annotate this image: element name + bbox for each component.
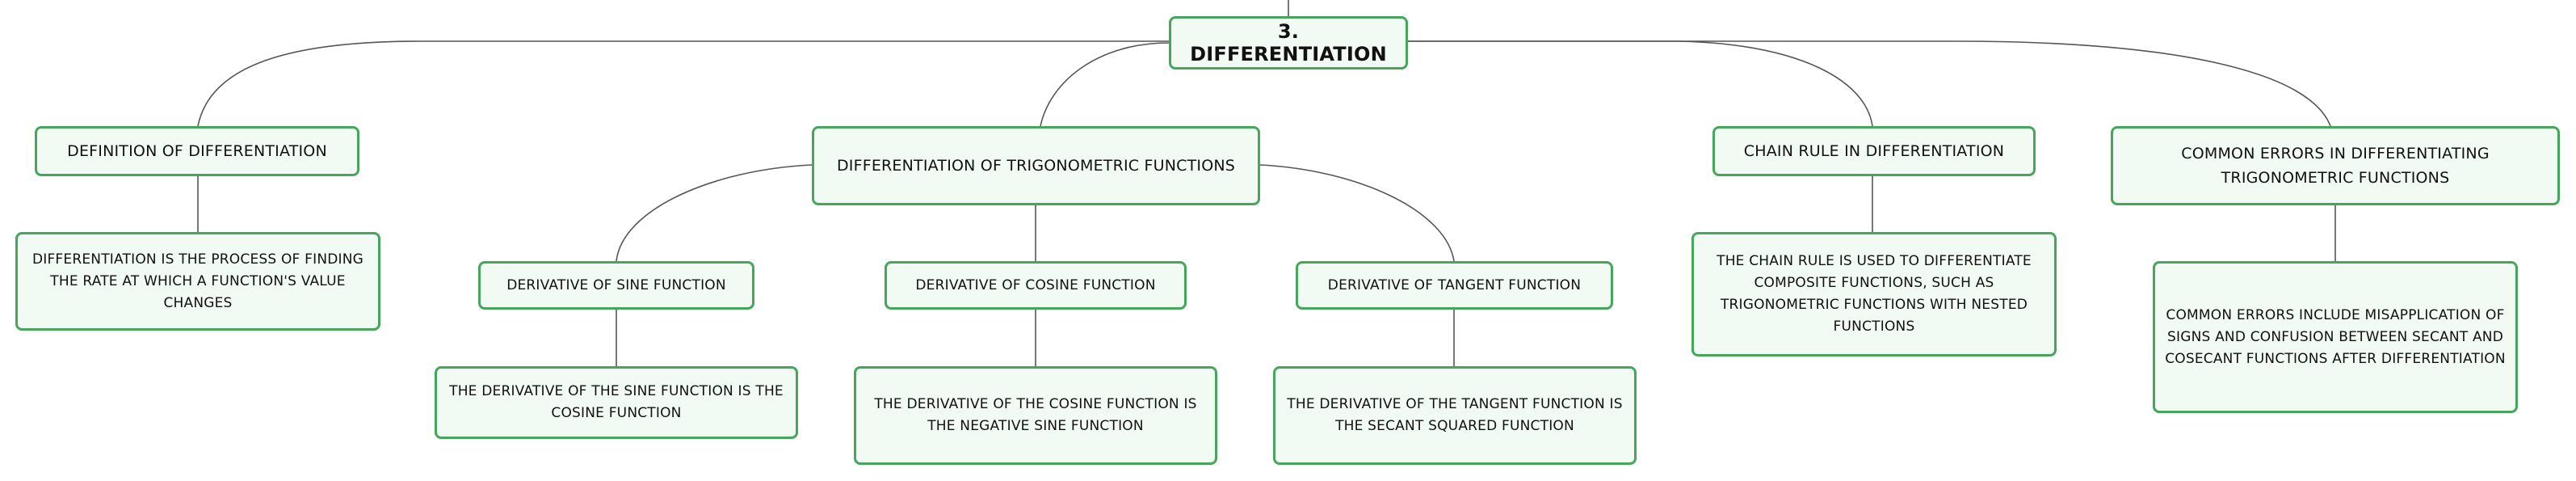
cosine-detail-text: THE DERIVATIVE OF THE COSINE FUNCTION IS… — [874, 396, 1197, 434]
subtopic-sine[interactable]: DERIVATIVE OF SINE FUNCTION — [478, 261, 754, 310]
root-node[interactable]: 3. DIFFERENTIATION — [1169, 16, 1408, 70]
topic-chain-rule[interactable]: CHAIN RULE IN DIFFERENTIATION — [1712, 126, 2036, 176]
topic-chain-rule-label: CHAIN RULE IN DIFFERENTIATION — [1743, 142, 2005, 160]
subtopic-sine-label: DERIVATIVE OF SINE FUNCTION — [506, 277, 726, 293]
connector-root-definition — [197, 40, 1169, 127]
topic-definition-label: DEFINITION OF DIFFERENTIATION — [67, 142, 327, 160]
cosine-detail[interactable]: THE DERIVATIVE OF THE COSINE FUNCTION IS… — [854, 366, 1217, 465]
topic-common-errors-label: COMMON ERRORS IN DIFFERENTIATING TRIGONO… — [2181, 145, 2490, 187]
topic-common-errors[interactable]: COMMON ERRORS IN DIFFERENTIATING TRIGONO… — [2111, 126, 2560, 205]
tangent-detail[interactable]: THE DERIVATIVE OF THE TANGENT FUNCTION I… — [1273, 366, 1637, 465]
connector-root-chain — [1408, 40, 1873, 127]
tangent-detail-text: THE DERIVATIVE OF THE TANGENT FUNCTION I… — [1287, 396, 1623, 434]
definition-detail-text: DIFFERENTIATION IS THE PROCESS OF FINDIN… — [32, 251, 364, 311]
connector-trig-tangent — [1259, 164, 1455, 262]
connector-root-errors — [1408, 40, 2331, 127]
subtopic-cosine[interactable]: DERIVATIVE OF COSINE FUNCTION — [885, 261, 1187, 310]
subtopic-cosine-label: DERIVATIVE OF COSINE FUNCTION — [915, 277, 1156, 293]
connector-trig-sine — [616, 164, 813, 262]
topic-trigonometric[interactable]: DIFFERENTIATION OF TRIGONOMETRIC FUNCTIO… — [812, 126, 1260, 205]
chain-rule-detail[interactable]: THE CHAIN RULE IS USED TO DIFFERENTIATE … — [1691, 232, 2057, 357]
common-errors-detail-text: COMMON ERRORS INCLUDE MISAPPLICATION OF … — [2165, 306, 2506, 367]
sine-detail[interactable]: THE DERIVATIVE OF THE SINE FUNCTION IS T… — [435, 366, 798, 439]
subtopic-tangent[interactable]: DERIVATIVE OF TANGENT FUNCTION — [1296, 261, 1613, 310]
sine-detail-text: THE DERIVATIVE OF THE SINE FUNCTION IS T… — [449, 383, 784, 421]
topic-trigonometric-label: DIFFERENTIATION OF TRIGONOMETRIC FUNCTIO… — [836, 157, 1236, 175]
subtopic-tangent-label: DERIVATIVE OF TANGENT FUNCTION — [1327, 277, 1582, 293]
definition-detail[interactable]: DIFFERENTIATION IS THE PROCESS OF FINDIN… — [15, 232, 380, 331]
common-errors-detail[interactable]: COMMON ERRORS INCLUDE MISAPPLICATION OF … — [2153, 261, 2518, 413]
root-label: 3. DIFFERENTIATION — [1190, 20, 1387, 65]
connector-root-trig — [1040, 42, 1170, 127]
topic-definition[interactable]: DEFINITION OF DIFFERENTIATION — [35, 126, 359, 176]
chain-rule-detail-text: THE CHAIN RULE IS USED TO DIFFERENTIATE … — [1717, 253, 2032, 335]
